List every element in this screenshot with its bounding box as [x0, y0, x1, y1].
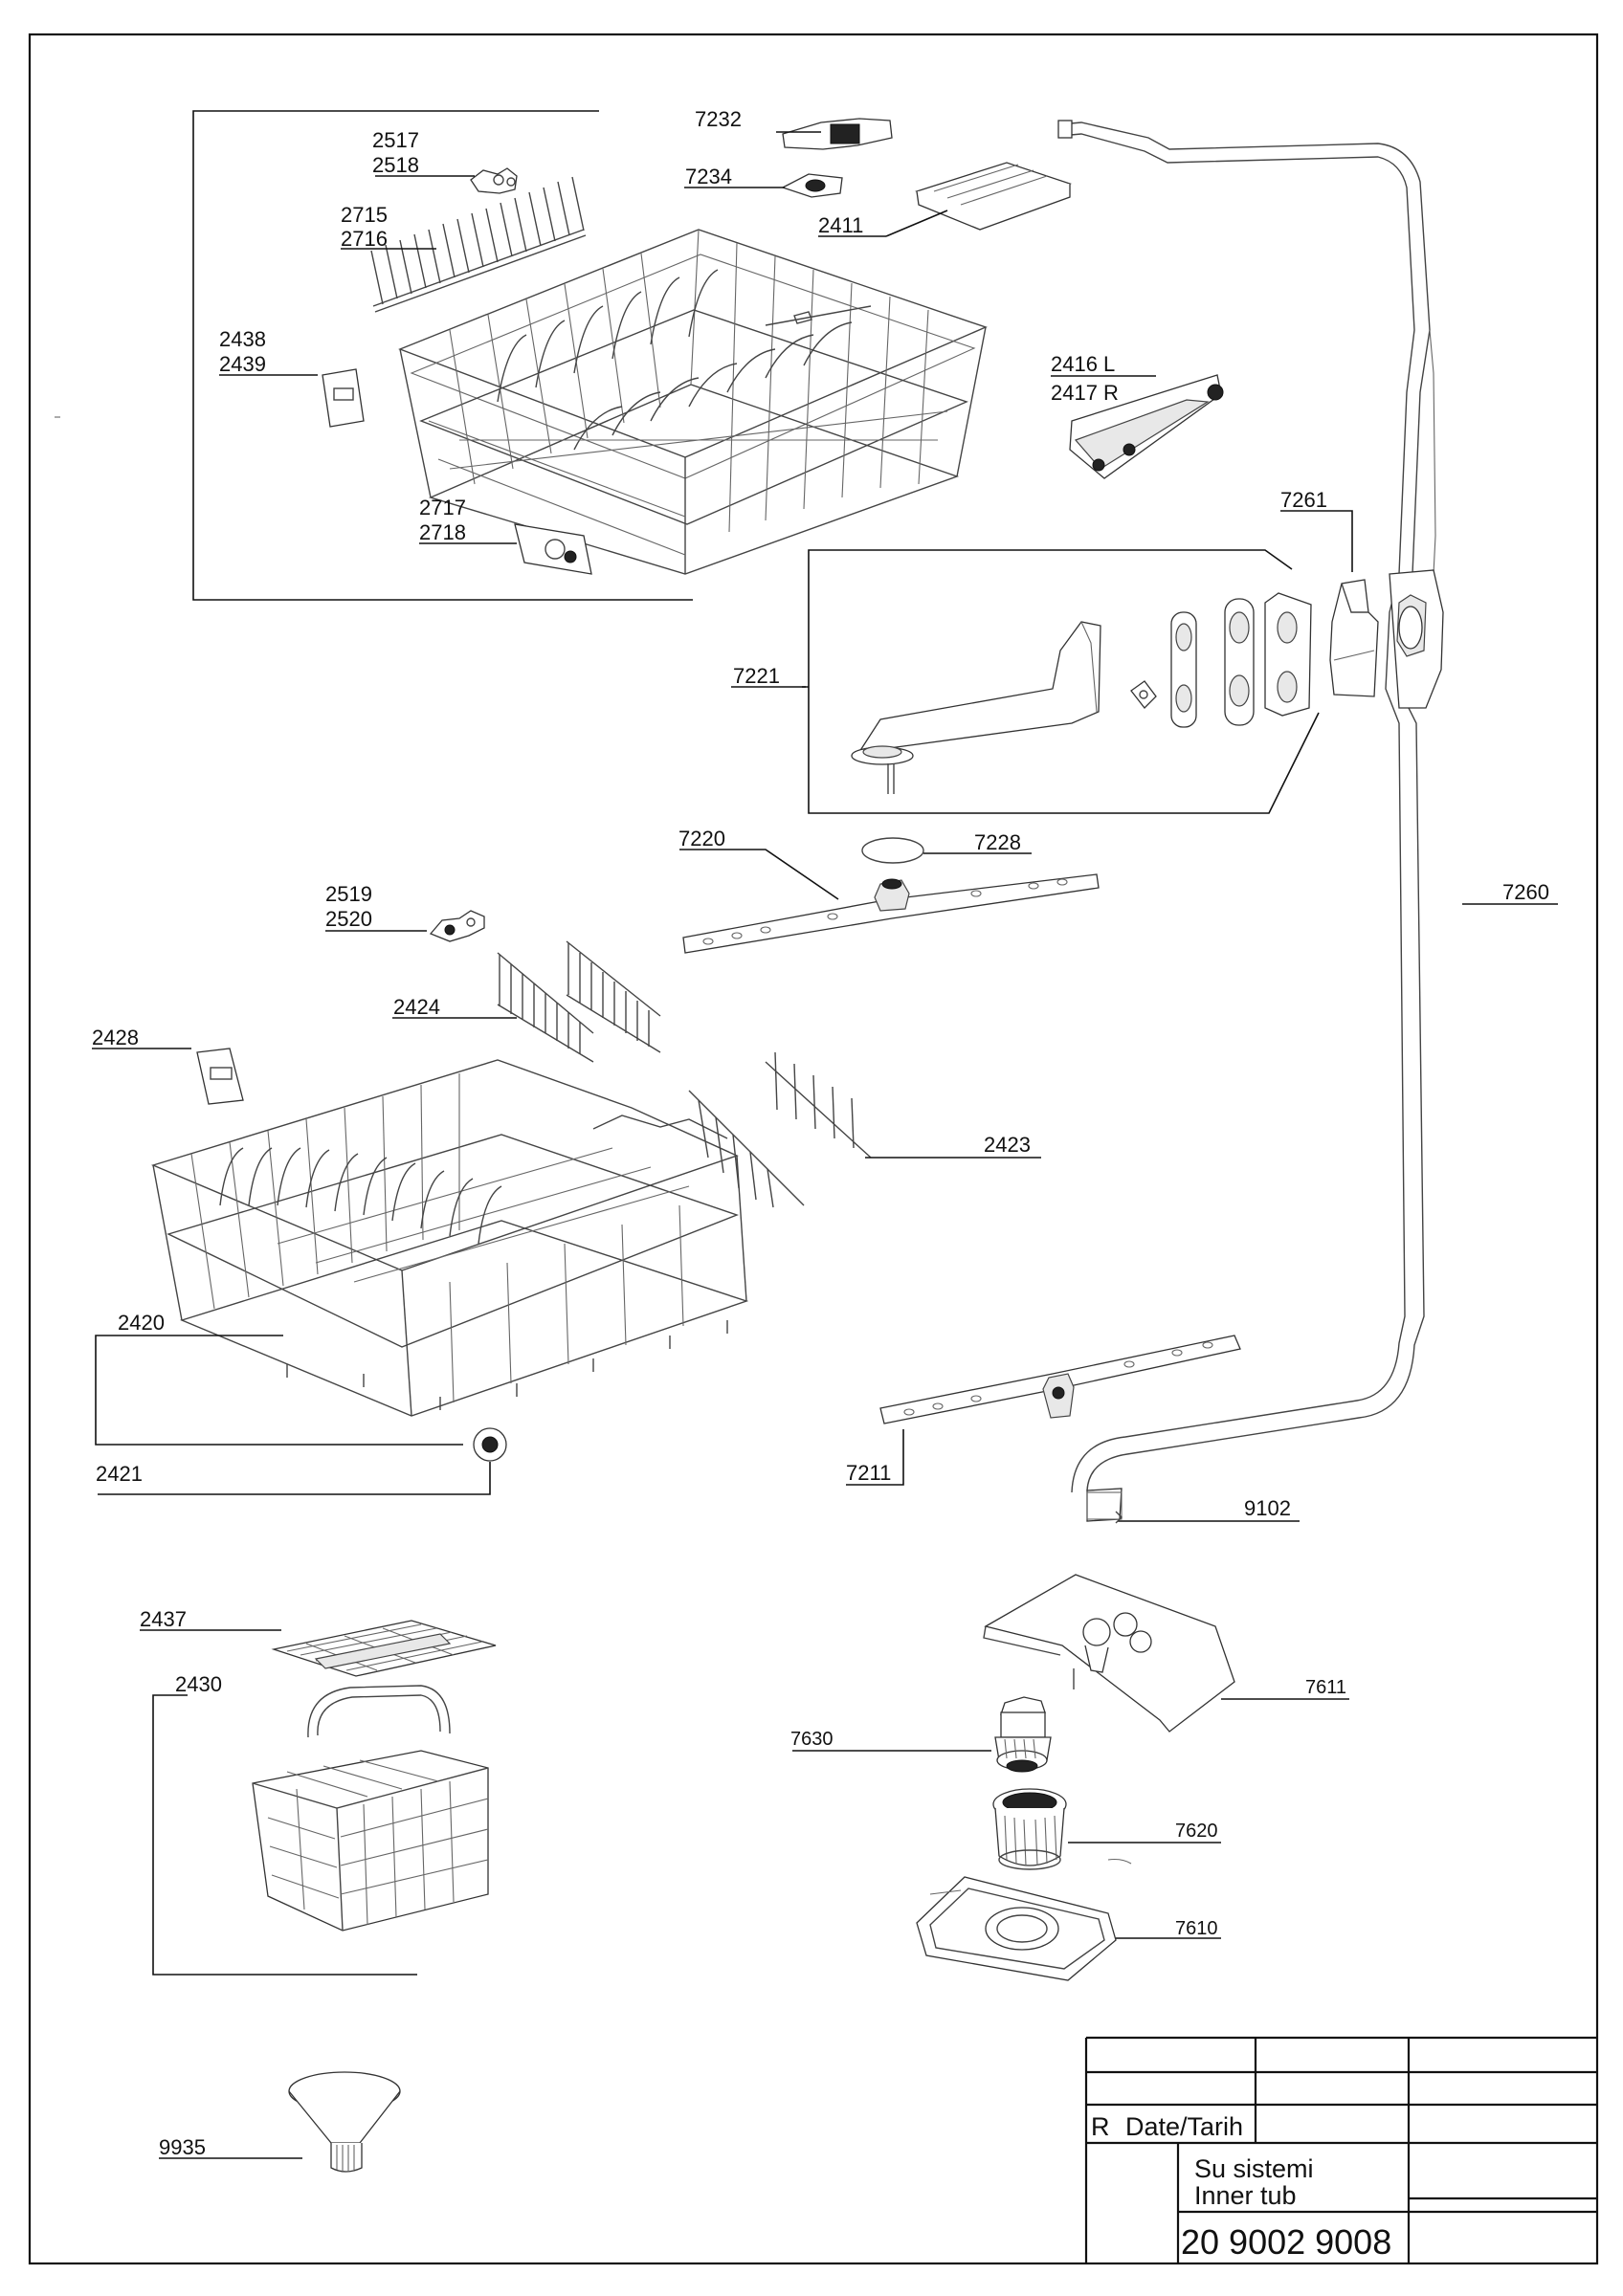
title-english: Inner tub	[1194, 2181, 1297, 2210]
part-9935-funnel	[288, 2071, 401, 2173]
part-7221-arm	[857, 621, 1101, 753]
leader-7220	[679, 849, 839, 900]
label-2718: 2718	[419, 520, 466, 544]
part-7261	[1329, 579, 1379, 697]
part-2411-tray	[915, 162, 1072, 231]
label-2519: 2519	[325, 882, 372, 906]
group-7221-bracket	[808, 549, 1320, 814]
part-7610-flat-filter	[916, 1876, 1117, 1981]
part-2430-cutlery-basket	[252, 1685, 489, 1932]
label-7620: 7620	[1175, 1821, 1218, 1842]
drawing-number: 20 9002 9008	[1181, 2222, 1391, 2262]
label-2421: 2421	[96, 1462, 143, 1486]
date-label: Date/Tarih	[1125, 2112, 1243, 2141]
part-2437-basket-lid	[271, 1620, 497, 1677]
label-2520: 2520	[325, 907, 372, 931]
label-7211: 7211	[846, 1461, 891, 1485]
leader-2411-b	[885, 210, 948, 237]
label-9935: 9935	[159, 2135, 206, 2159]
label-7221: 7221	[733, 664, 780, 688]
part-2420-lower-basket	[150, 1059, 749, 1417]
part-7232	[782, 118, 893, 150]
label-2411: 2411	[818, 213, 863, 237]
part-upper-basket	[398, 229, 988, 575]
part-2416-rail	[1069, 374, 1224, 479]
part-7220-spray-arm	[682, 873, 1100, 954]
leader-7261	[1280, 510, 1353, 572]
label-2437: 2437	[140, 1607, 187, 1631]
label-2438: 2438	[219, 327, 266, 351]
label-7234: 7234	[685, 165, 732, 188]
label-2439: 2439	[219, 352, 266, 376]
label-2428: 2428	[92, 1026, 139, 1049]
label-9102: 9102	[1244, 1496, 1291, 1520]
label-2717: 2717	[419, 496, 466, 519]
part-7630-filter-top	[994, 1696, 1052, 1773]
part-2715-tine-rack	[370, 176, 587, 313]
label-7228: 7228	[974, 830, 1021, 854]
part-7611-sump-cover	[983, 1574, 1235, 1733]
title-block: R Date/Tarih Su sistemi Inner tub 20 900…	[1084, 2036, 1597, 2263]
label-2715: 2715	[341, 203, 388, 227]
label-2430: 2430	[175, 1672, 222, 1696]
page-frame	[28, 33, 1599, 2265]
part-7211-spray-arm	[879, 1335, 1241, 1424]
leader-7211	[846, 1429, 904, 1486]
leader-2420	[95, 1335, 463, 1446]
part-2517-clip	[470, 167, 518, 194]
label-2416: 2416 L	[1051, 352, 1115, 376]
label-7232: 7232	[695, 107, 742, 131]
part-2519-clip	[429, 910, 485, 942]
label-7260: 7260	[1502, 880, 1549, 904]
part-2428-handle	[196, 1048, 244, 1105]
label-2518: 2518	[372, 153, 419, 177]
label-2424: 2424	[393, 995, 440, 1019]
part-7228-o-ring	[861, 837, 924, 864]
part-7234	[781, 173, 843, 198]
label-7630: 7630	[790, 1729, 834, 1750]
part-2423-tine-rack	[688, 1051, 872, 1208]
label-7220: 7220	[678, 827, 725, 850]
upper-basket-group: 2517 2518	[192, 110, 988, 601]
label-2423: 2423	[984, 1133, 1031, 1157]
part-7260-water-pipe	[1057, 120, 1444, 1522]
label-7611: 7611	[1305, 1677, 1346, 1698]
label-2417: 2417 R	[1051, 381, 1119, 405]
leader-2430	[152, 1694, 417, 1976]
label-2517: 2517	[372, 128, 419, 152]
label-2420: 2420	[118, 1311, 165, 1335]
part-7620-filter-cylinder	[992, 1788, 1067, 1870]
revision-label: R	[1091, 2112, 1110, 2141]
label-7610: 7610	[1175, 1918, 1218, 1939]
upper-basket-bracket	[192, 110, 693, 601]
title-turkish: Su sistemi	[1194, 2154, 1314, 2183]
label-2716: 2716	[341, 227, 388, 251]
part-2717-wheel-holder	[514, 523, 592, 575]
label-7261: 7261	[1280, 488, 1327, 512]
leader-2421	[98, 1462, 491, 1495]
part-2424-tine-racks	[497, 940, 661, 1063]
part-2438-handle	[322, 368, 365, 428]
part-2421-wheel	[473, 1427, 507, 1462]
spray-arm-group-7221: 7221	[731, 549, 1379, 814]
